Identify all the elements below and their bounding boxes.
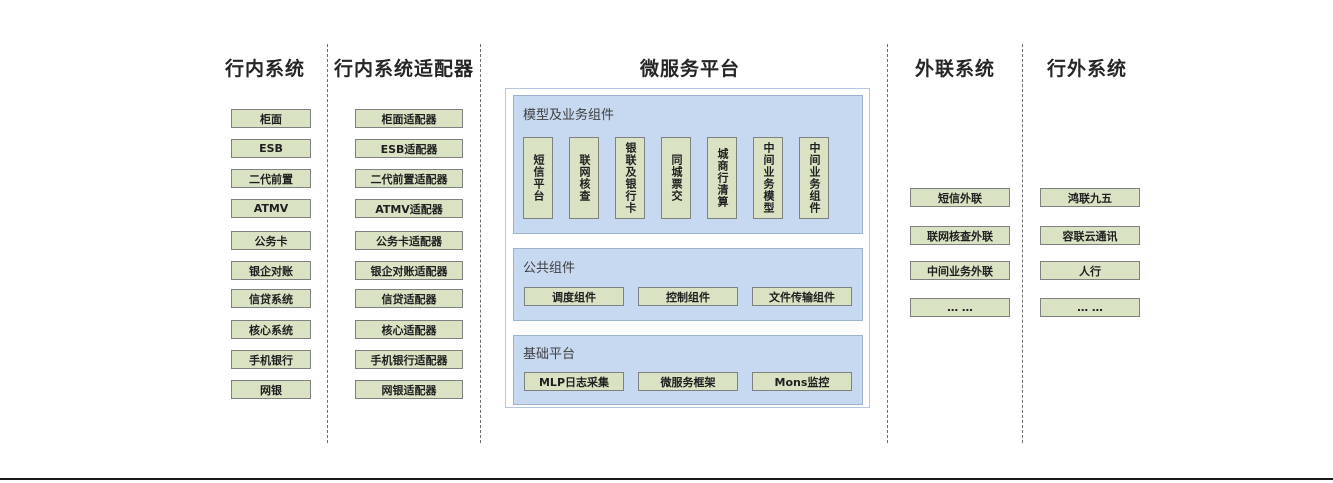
node-liaison-0[interactable]: 短信外联: [910, 188, 1010, 207]
column-divider-1: [327, 44, 328, 443]
node-adapter-3[interactable]: ATMV适配器: [355, 199, 463, 218]
node-internal-9[interactable]: 网银: [231, 380, 311, 399]
node-model-4[interactable]: 城商行清算: [707, 137, 737, 219]
node-outside-2[interactable]: 人行: [1040, 261, 1140, 280]
column-divider-2: [480, 44, 481, 443]
node-liaison-1[interactable]: 联网核查外联: [910, 226, 1010, 245]
node-adapter-6[interactable]: 信贷适配器: [355, 289, 463, 308]
node-adapter-0[interactable]: 柜面适配器: [355, 109, 463, 128]
panel-title-model-business-components: 模型及业务组件: [523, 108, 615, 123]
microservice-platform-frame: [505, 88, 870, 408]
node-internal-6[interactable]: 信贷系统: [231, 289, 311, 308]
node-internal-8[interactable]: 手机银行: [231, 350, 311, 369]
node-public-1[interactable]: 控制组件: [638, 287, 738, 306]
node-adapter-1[interactable]: ESB适配器: [355, 139, 463, 158]
node-internal-0[interactable]: 柜面: [231, 109, 311, 128]
node-model-3[interactable]: 同城票交: [661, 137, 691, 219]
node-adapter-4[interactable]: 公务卡适配器: [355, 231, 463, 250]
column-divider-4: [1022, 44, 1023, 443]
node-liaison-3[interactable]: … …: [910, 298, 1010, 317]
node-model-6[interactable]: 中间业务组件: [799, 137, 829, 219]
node-adapter-5[interactable]: 银企对账适配器: [355, 261, 463, 280]
column-title-external-liaison: 外联系统: [914, 58, 995, 80]
node-public-0[interactable]: 调度组件: [524, 287, 624, 306]
node-model-0[interactable]: 短信平台: [523, 137, 553, 219]
column-title-microservice-platform: 微服务平台: [639, 58, 740, 80]
column-title-internal-systems: 行内系统: [224, 58, 305, 80]
node-base-1[interactable]: 微服务框架: [638, 372, 738, 391]
node-adapter-7[interactable]: 核心适配器: [355, 320, 463, 339]
node-public-2[interactable]: 文件传输组件: [752, 287, 852, 306]
node-internal-5[interactable]: 银企对账: [231, 261, 311, 280]
node-model-1[interactable]: 联网核查: [569, 137, 599, 219]
node-internal-1[interactable]: ESB: [231, 139, 311, 158]
node-model-2[interactable]: 银联及银行卡: [615, 137, 645, 219]
bottom-rule: [0, 478, 1333, 480]
node-adapter-8[interactable]: 手机银行适配器: [355, 350, 463, 369]
node-base-0[interactable]: MLP日志采集: [524, 372, 624, 391]
node-adapter-9[interactable]: 网银适配器: [355, 380, 463, 399]
panel-base-platform: [513, 335, 863, 405]
node-adapter-2[interactable]: 二代前置适配器: [355, 169, 463, 188]
node-liaison-2[interactable]: 中间业务外联: [910, 261, 1010, 280]
panel-title-base-platform: 基础平台: [523, 347, 576, 362]
column-title-internal-adapters: 行内系统适配器: [333, 58, 474, 80]
node-outside-3[interactable]: … …: [1040, 298, 1140, 317]
panel-public-components: [513, 248, 863, 321]
panel-title-public-components: 公共组件: [523, 261, 576, 276]
node-internal-3[interactable]: ATMV: [231, 199, 311, 218]
column-divider-3: [887, 44, 888, 443]
node-base-2[interactable]: Mons监控: [752, 372, 852, 391]
node-internal-4[interactable]: 公务卡: [231, 231, 311, 250]
node-internal-7[interactable]: 核心系统: [231, 320, 311, 339]
node-internal-2[interactable]: 二代前置: [231, 169, 311, 188]
column-title-outside-bank: 行外系统: [1046, 58, 1127, 80]
node-model-5[interactable]: 中间业务模型: [753, 137, 783, 219]
node-outside-1[interactable]: 容联云通讯: [1040, 226, 1140, 245]
node-outside-0[interactable]: 鸿联九五: [1040, 188, 1140, 207]
